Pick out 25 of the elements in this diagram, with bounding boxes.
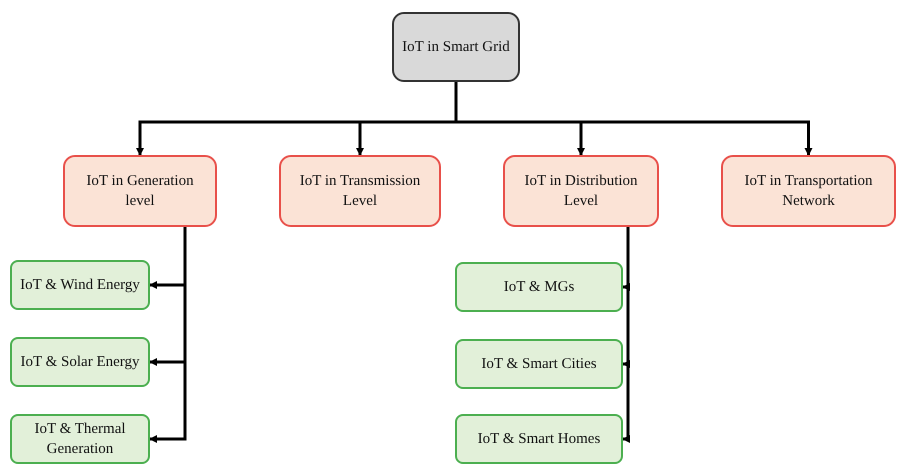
arrow xyxy=(454,82,812,156)
node-label: IoT & Smart Homes xyxy=(478,430,600,449)
node-label: IoT in Transportation Network xyxy=(743,172,874,211)
category-box xyxy=(63,155,217,227)
arrow xyxy=(622,227,630,443)
node-label: IoT & Thermal Generation xyxy=(33,420,127,459)
node-label: IoT & MGs xyxy=(504,278,574,297)
node-label: IoT & Solar Energy xyxy=(20,353,140,372)
leaf-box xyxy=(455,339,623,389)
node-label: IoT in Generation level xyxy=(85,172,195,211)
leaf-box xyxy=(455,262,623,312)
node-label: IoT in Distribution Level xyxy=(523,172,639,211)
arrow xyxy=(149,227,186,443)
leaf-box xyxy=(10,414,150,464)
category-box xyxy=(721,155,896,227)
leaf-box xyxy=(455,414,623,464)
node-label: IoT & Wind Energy xyxy=(20,276,140,295)
node-label: IoT in Smart Grid xyxy=(402,38,510,57)
node-label: IoT & Smart Cities xyxy=(481,355,597,374)
category-box xyxy=(279,155,441,227)
root-box xyxy=(392,12,520,82)
leaf-box xyxy=(10,337,150,387)
node-label: IoT in Transmission Level xyxy=(298,172,422,211)
category-box xyxy=(503,155,659,227)
leaf-box xyxy=(10,260,150,310)
